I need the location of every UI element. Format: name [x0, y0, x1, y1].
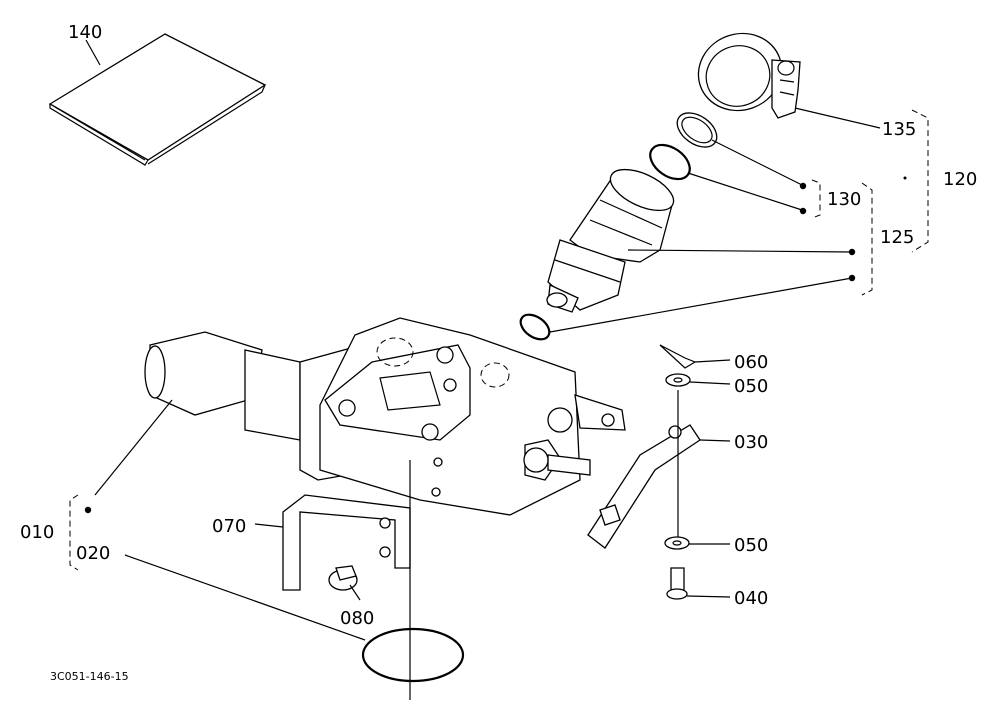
part-130-rings: [649, 112, 803, 211]
part-050-washer-upper: [665, 373, 731, 387]
group-brackets: [799, 109, 929, 296]
part-020-oring: [124, 554, 465, 683]
label-020: 020: [76, 543, 110, 564]
label-070: 070: [212, 516, 246, 537]
part-125-oring: [519, 277, 853, 341]
label-030: 030: [734, 432, 768, 453]
part-125-cartridge: [546, 168, 853, 313]
group-010-020-bracket: [69, 494, 92, 571]
label-140: 140: [68, 22, 102, 43]
label-135: 135: [882, 119, 916, 140]
label-080: 080: [340, 608, 374, 629]
label-120: 120: [943, 169, 977, 190]
label-050-lower: 050: [734, 535, 768, 556]
drawing-code: 3C051-146-15: [50, 670, 129, 683]
part-030-lever: [587, 390, 731, 549]
label-130: 130: [827, 189, 861, 210]
part-010-valve-body: [94, 317, 626, 516]
part-060-pin: [659, 344, 731, 369]
part-040-bolt: [666, 567, 731, 600]
part-050-washer-lower: [664, 536, 730, 550]
part-080-plug: [328, 565, 361, 601]
label-040: 040: [734, 588, 768, 609]
label-050-upper: 050: [734, 376, 768, 397]
label-060: 060: [734, 352, 768, 373]
label-010: 010: [20, 522, 54, 543]
part-135-clamp: [697, 32, 881, 129]
label-125: 125: [880, 227, 914, 248]
part-140-manual: [48, 33, 267, 166]
part-070-bracket: [254, 460, 411, 700]
